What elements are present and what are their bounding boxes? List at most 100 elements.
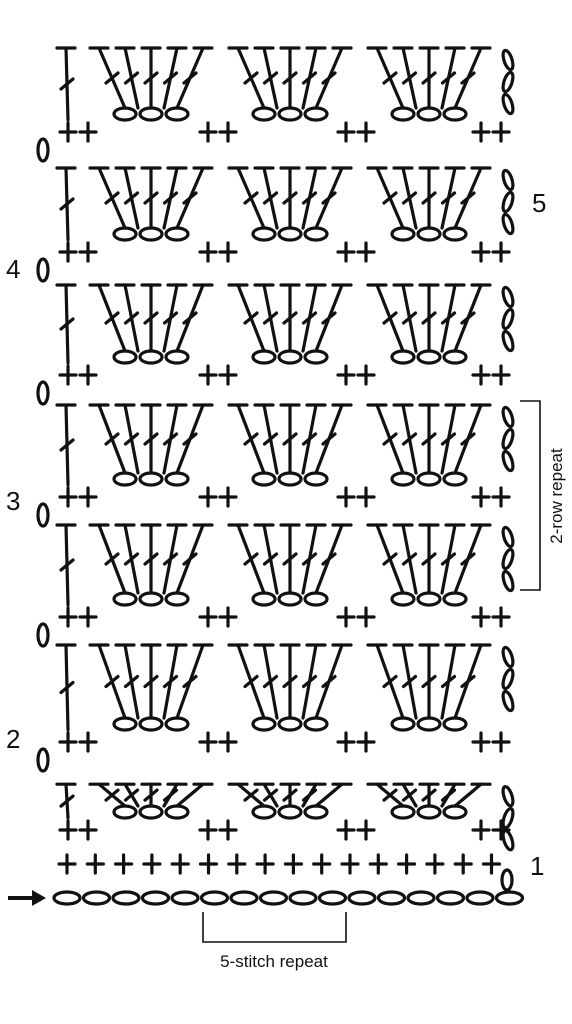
double-crochet-symbol xyxy=(453,782,492,808)
chain-symbol xyxy=(277,226,303,242)
single-crochet-symbol xyxy=(340,853,360,875)
chain-symbol xyxy=(164,804,190,820)
chain-symbol xyxy=(390,591,416,607)
turning-chain-symbol xyxy=(501,829,515,852)
single-crochet-symbol xyxy=(356,364,376,386)
double-crochet-symbol xyxy=(366,46,405,110)
chain-symbol xyxy=(199,890,230,906)
single-crochet-symbol xyxy=(218,121,238,143)
chain-symbol xyxy=(465,890,495,906)
single-crochet-symbol xyxy=(255,853,275,875)
double-crochet-symbol xyxy=(440,166,466,230)
double-crochet-symbol xyxy=(55,46,77,122)
turning-chain-symbol xyxy=(500,868,514,892)
double-crochet-symbol xyxy=(453,403,492,475)
single-crochet-symbol xyxy=(471,364,491,386)
chain-symbol xyxy=(277,471,303,487)
turning-chain-symbol xyxy=(501,569,515,593)
chain-symbol xyxy=(376,890,407,906)
double-crochet-symbol xyxy=(418,283,440,353)
double-crochet-symbol xyxy=(140,643,162,720)
single-crochet-symbol xyxy=(218,486,238,508)
turning-chain-symbol xyxy=(501,285,515,309)
chain-symbol xyxy=(251,804,277,820)
double-crochet-symbol xyxy=(453,643,492,720)
chain-symbol xyxy=(258,890,289,906)
chain-symbol xyxy=(112,591,138,607)
double-crochet-symbol xyxy=(440,643,466,720)
chain-symbol xyxy=(347,890,377,906)
chain-symbol xyxy=(112,471,138,487)
chain-symbol xyxy=(303,804,329,820)
chain-symbol xyxy=(288,890,318,906)
double-crochet-symbol xyxy=(227,523,266,595)
chain-symbol xyxy=(416,716,442,732)
chain-symbol xyxy=(81,890,112,906)
double-crochet-symbol xyxy=(453,166,492,230)
chain-symbol xyxy=(390,106,416,122)
double-crochet-symbol xyxy=(175,46,214,110)
double-crochet-symbol xyxy=(279,166,301,230)
double-crochet-symbol xyxy=(140,403,162,475)
double-crochet-symbol xyxy=(418,403,440,475)
double-crochet-symbol xyxy=(55,403,77,487)
double-crochet-symbol xyxy=(253,643,279,720)
double-crochet-symbol xyxy=(366,283,405,353)
chain-symbol xyxy=(229,890,259,906)
chain-symbol xyxy=(138,716,164,732)
chain-symbol xyxy=(111,890,141,906)
single-crochet-symbol xyxy=(368,853,388,875)
double-crochet-symbol xyxy=(55,643,77,732)
chain-symbol xyxy=(442,471,468,487)
single-crochet-symbol xyxy=(198,606,218,628)
chain-symbol xyxy=(390,804,416,820)
double-crochet-symbol xyxy=(88,403,127,475)
chain-symbol xyxy=(416,591,442,607)
single-crochet-symbol xyxy=(198,731,218,753)
single-crochet-symbol xyxy=(453,853,473,875)
double-crochet-symbol xyxy=(88,643,127,720)
turning-chain-symbol xyxy=(501,427,515,451)
double-crochet-symbol xyxy=(366,643,405,720)
single-crochet-symbol xyxy=(481,853,502,875)
double-crochet-symbol xyxy=(114,782,140,808)
double-crochet-symbol xyxy=(301,283,327,353)
turning-chain-symbol xyxy=(36,137,50,163)
chain-symbol xyxy=(52,890,82,906)
stitch-repeat-bracket xyxy=(202,912,347,943)
chain-symbol xyxy=(442,349,468,365)
double-crochet-symbol xyxy=(162,46,188,110)
double-crochet-symbol xyxy=(55,523,77,607)
turning-chain-symbol xyxy=(501,689,515,713)
double-crochet-symbol xyxy=(392,166,418,230)
chain-symbol xyxy=(416,471,442,487)
stitch-symbols xyxy=(36,46,525,906)
single-crochet-symbol xyxy=(58,241,78,263)
turning-chain-symbol xyxy=(501,307,515,331)
double-crochet-symbol xyxy=(162,643,188,720)
double-crochet-symbol xyxy=(88,782,127,808)
single-crochet-symbol xyxy=(218,364,238,386)
chain-symbol xyxy=(442,106,468,122)
single-crochet-symbol xyxy=(471,819,491,841)
row-label-4: 4 xyxy=(6,254,20,284)
chain-symbol xyxy=(317,890,348,906)
double-crochet-symbol xyxy=(301,643,327,720)
chain-symbol xyxy=(112,106,138,122)
double-crochet-symbol xyxy=(253,166,279,230)
chain-symbol xyxy=(112,804,138,820)
turning-chain-symbol xyxy=(501,785,515,808)
chain-symbol xyxy=(303,471,329,487)
chain-symbol xyxy=(390,716,416,732)
double-crochet-symbol xyxy=(440,46,466,110)
double-crochet-symbol xyxy=(418,166,440,230)
double-crochet-symbol xyxy=(253,403,279,475)
double-crochet-symbol xyxy=(314,643,353,720)
single-crochet-symbol xyxy=(336,241,356,263)
double-crochet-symbol xyxy=(140,283,162,353)
double-crochet-symbol xyxy=(279,283,301,353)
chain-symbol xyxy=(416,804,442,820)
single-crochet-symbol xyxy=(471,486,491,508)
chain-symbol xyxy=(138,349,164,365)
turning-chain-symbol xyxy=(501,547,515,571)
